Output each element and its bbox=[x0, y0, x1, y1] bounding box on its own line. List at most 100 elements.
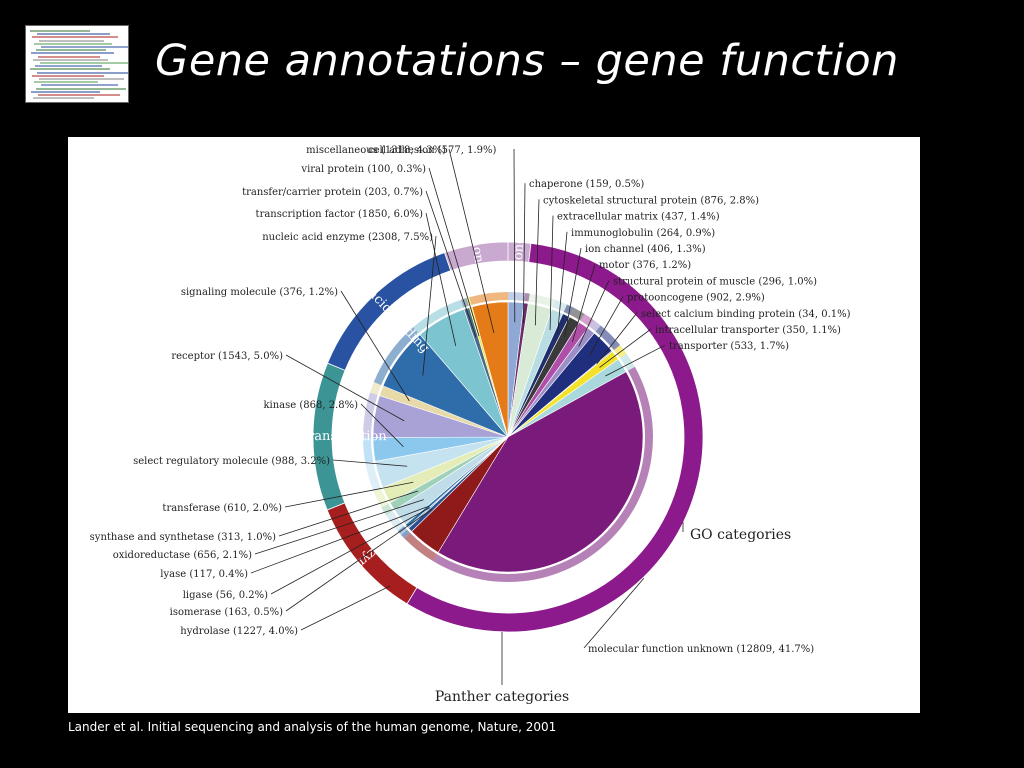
leader-line bbox=[557, 231, 568, 334]
leader-line bbox=[340, 290, 410, 402]
thumbnail-stripe bbox=[33, 97, 94, 100]
inner-ring-segment bbox=[369, 382, 382, 395]
slice-label: structural protein of muscle (296, 1.0%) bbox=[613, 276, 817, 287]
leader-line bbox=[564, 247, 582, 337]
go-categories-label: GO categories bbox=[690, 527, 791, 543]
thumbnail-stripe bbox=[34, 42, 112, 45]
leader-line bbox=[332, 459, 408, 467]
inner-ring-segment bbox=[373, 327, 419, 386]
slice-label: oxidoreductase (656, 2.1%) bbox=[113, 550, 252, 561]
slice-label: transferase (610, 2.0%) bbox=[162, 503, 282, 514]
leader-line bbox=[428, 167, 480, 337]
thumbnail-stripe bbox=[37, 33, 110, 36]
inner-ring-segment bbox=[469, 292, 508, 305]
inner-ring-segment bbox=[365, 461, 381, 492]
leader-line bbox=[513, 148, 516, 323]
inner-ring-segment bbox=[386, 511, 404, 532]
slice-label: lyase (117, 0.4%) bbox=[160, 569, 248, 580]
slice-label: synthase and synthetase (313, 1.0%) bbox=[90, 532, 276, 543]
slice-label: transporter (533, 1.7%) bbox=[669, 341, 789, 352]
leader-line bbox=[422, 235, 437, 376]
inner-ring-segment bbox=[613, 344, 621, 351]
slice-label: select calcium binding protein (34, 0.1%… bbox=[641, 309, 851, 320]
thumbnail-stripe bbox=[39, 78, 124, 80]
slice-label: molecular function unknown (12809, 41.7%… bbox=[588, 644, 814, 655]
category-ring-segment bbox=[444, 241, 509, 272]
citation-caption: Lander et al. Initial sequencing and ana… bbox=[68, 720, 557, 734]
thumbnail-stripe bbox=[33, 58, 108, 61]
slice-label: ion channel (406, 1.3%) bbox=[585, 244, 706, 255]
slice-label: select regulatory molecule (988, 3.2%) bbox=[133, 456, 330, 467]
leader-line bbox=[285, 354, 405, 422]
category-label: signal transduction bbox=[259, 429, 387, 444]
slice-label: intracellular transporter (350, 1.1%) bbox=[655, 325, 841, 336]
leader-line bbox=[425, 190, 477, 338]
leader-line bbox=[250, 505, 430, 574]
inner-ring-segment bbox=[589, 320, 601, 332]
leader-line bbox=[583, 578, 645, 649]
leader-line bbox=[425, 212, 457, 347]
inner-ring-segment bbox=[595, 325, 620, 350]
slice-label: nucleic acid enzyme (2308, 7.5%) bbox=[262, 232, 433, 243]
slide-title: Gene annotations – gene function bbox=[155, 36, 899, 86]
leader-line bbox=[448, 148, 495, 334]
slice-label: transcription factor (1850, 6.0%) bbox=[256, 209, 424, 220]
thumbnail-stripe bbox=[41, 84, 118, 87]
inner-ring-segment bbox=[363, 437, 374, 464]
thumbnail-stripe bbox=[40, 62, 128, 64]
thumbnail-stripe bbox=[38, 55, 100, 58]
thumbnail-stripe bbox=[36, 49, 106, 52]
leader-line bbox=[300, 585, 391, 631]
inner-ring-segment bbox=[373, 488, 389, 508]
thumbnail-stripe bbox=[30, 68, 110, 71]
slice-label: protooncogene (902, 2.9%) bbox=[627, 293, 765, 304]
slice-label: cell adhesion (577, 1.9%) bbox=[368, 145, 497, 156]
leader-line bbox=[605, 344, 666, 377]
slice-label: signaling molecule (376, 1.2%) bbox=[181, 287, 338, 298]
thumbnail-stripe bbox=[35, 65, 102, 68]
inner-ring-segment bbox=[460, 298, 469, 308]
inner-ring-segment bbox=[528, 293, 555, 308]
leader-line bbox=[360, 403, 404, 448]
leader-line bbox=[284, 481, 414, 508]
inner-ring-segment bbox=[413, 299, 464, 334]
category-label: none bbox=[510, 235, 527, 268]
inner-ring-segment bbox=[619, 353, 635, 371]
slice-label: extracellular matrix (437, 1.4%) bbox=[557, 212, 720, 223]
thumbnail-stripe bbox=[30, 30, 90, 32]
leader-line bbox=[285, 508, 433, 612]
panther-categories-label: Panther categories bbox=[435, 689, 569, 705]
slice-label: ligase (56, 0.2%) bbox=[183, 590, 268, 601]
slice-label: receptor (1543, 5.0%) bbox=[171, 351, 283, 362]
slice-label: motor (376, 1.2%) bbox=[599, 260, 691, 271]
inner-ring-segment bbox=[381, 503, 393, 516]
thumbnail-stripe bbox=[34, 81, 98, 84]
inner-ring-segment bbox=[401, 529, 411, 539]
thumbnail-stripe bbox=[41, 46, 128, 48]
slice-label: isomerase (163, 0.5%) bbox=[170, 607, 283, 618]
thumbnail-stripe bbox=[31, 90, 100, 93]
slice-label: transfer/carrier protein (203, 0.7%) bbox=[242, 187, 423, 198]
leader-line bbox=[589, 296, 624, 356]
leader-line bbox=[572, 264, 596, 342]
inner-ring-segment bbox=[570, 307, 585, 321]
inner-ring-segment bbox=[580, 313, 594, 327]
leader-line bbox=[534, 199, 540, 326]
leader-line bbox=[549, 215, 554, 330]
leader-line bbox=[599, 328, 652, 368]
inner-ring-segment bbox=[404, 532, 438, 562]
thumbnail-stripe bbox=[32, 36, 118, 39]
leader-line bbox=[278, 490, 419, 537]
inner-ring-segment bbox=[552, 299, 568, 312]
pie-slice bbox=[437, 371, 644, 573]
slice-label: viral protein (100, 0.3%) bbox=[300, 164, 426, 175]
slice-label: hydrolase (1227, 4.0%) bbox=[180, 626, 298, 637]
slice-label: miscellaneous (1318, 4.3%) bbox=[306, 145, 446, 156]
leader-line bbox=[596, 312, 638, 365]
leader-line bbox=[254, 499, 424, 555]
inner-ring-segment bbox=[524, 293, 530, 302]
thumbnail-stripe bbox=[36, 87, 126, 90]
inner-ring-segment bbox=[563, 304, 575, 316]
pie-slice bbox=[471, 301, 509, 438]
